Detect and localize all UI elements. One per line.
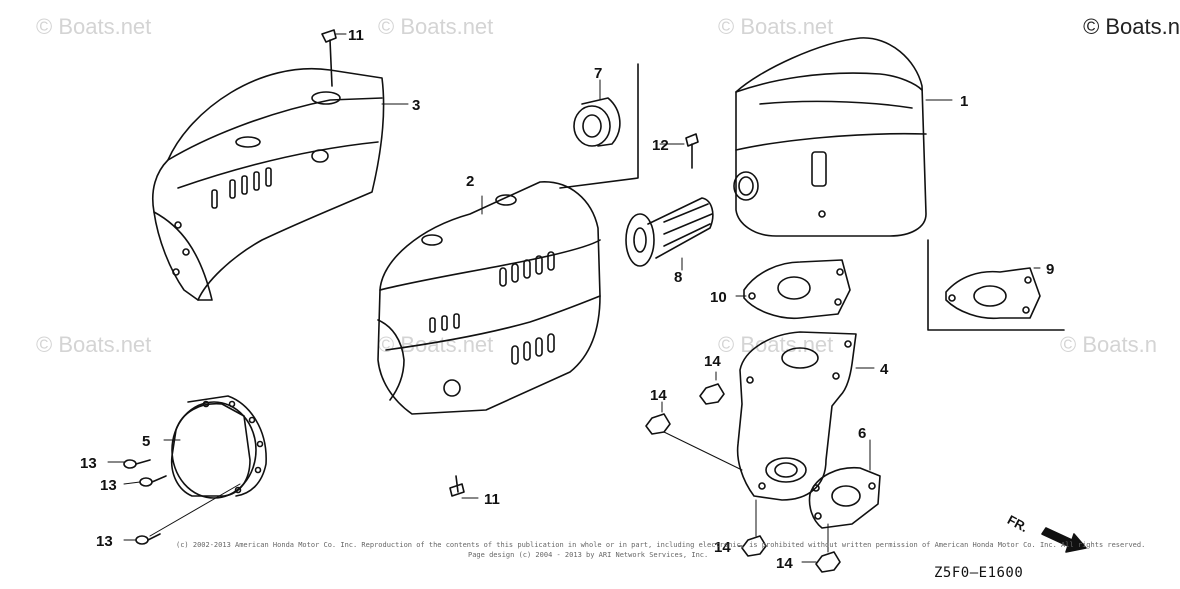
watermark: © Boats.net (36, 332, 152, 357)
part-10-gasket (743, 259, 851, 320)
callout-6: 6 (858, 425, 866, 442)
callout-13: 13 (80, 455, 97, 472)
callout-8: 8 (674, 269, 682, 286)
part-1-muffler (733, 37, 927, 237)
part-5-deflector (170, 395, 267, 499)
callout-11: 11 (348, 27, 364, 44)
callout-14: 14 (704, 353, 721, 370)
watermark: © Boats.net (36, 14, 152, 39)
callout-5: 5 (142, 433, 150, 450)
callout-9: 9 (1046, 261, 1054, 278)
copyright-notice: (c) 2002-2013 American Honda Motor Co. I… (176, 541, 1146, 549)
watermark: © Boats.net (718, 14, 834, 39)
corner-copyright-mark: © Boats.n (1083, 14, 1180, 39)
watermark: © Boats.n (1060, 332, 1157, 357)
callout-numbers: 11 3 7 1 2 12 8 9 10 4 14 14 6 5 13 13 1… (80, 27, 1054, 572)
part-6-gasket (808, 466, 881, 529)
watermark: © Boats.net (378, 14, 494, 39)
callout-4: 4 (880, 361, 889, 378)
part-2-muffler-protector (377, 181, 601, 415)
diagram-code: Z5F0—E1600 (934, 565, 1024, 581)
part-4-exhaust-pipe (736, 331, 857, 501)
callout-12: 12 (652, 137, 669, 154)
callout-14: 14 (714, 539, 731, 556)
group-bracket (559, 63, 639, 189)
fastener-group (123, 29, 841, 573)
part-8-spark-arrester (625, 197, 714, 267)
callout-13: 13 (96, 533, 113, 550)
group-bracket (927, 239, 1065, 331)
callout-1: 1 (960, 93, 968, 110)
callout-2: 2 (466, 173, 474, 190)
callout-14: 14 (650, 387, 667, 404)
callout-14: 14 (776, 555, 793, 572)
callout-7: 7 (594, 65, 602, 82)
callout-11: 11 (484, 491, 500, 508)
leader-lines (107, 33, 1041, 563)
front-direction-arrow (1041, 527, 1087, 553)
part-3-shroud (152, 67, 385, 301)
callout-3: 3 (412, 97, 420, 114)
part-7-grommet (573, 97, 621, 147)
callout-13: 13 (100, 477, 117, 494)
page-design-notice: Page design (c) 2004 - 2013 by ARI Netwo… (468, 551, 709, 559)
callout-10: 10 (710, 289, 727, 306)
part-9-gasket (945, 267, 1041, 320)
